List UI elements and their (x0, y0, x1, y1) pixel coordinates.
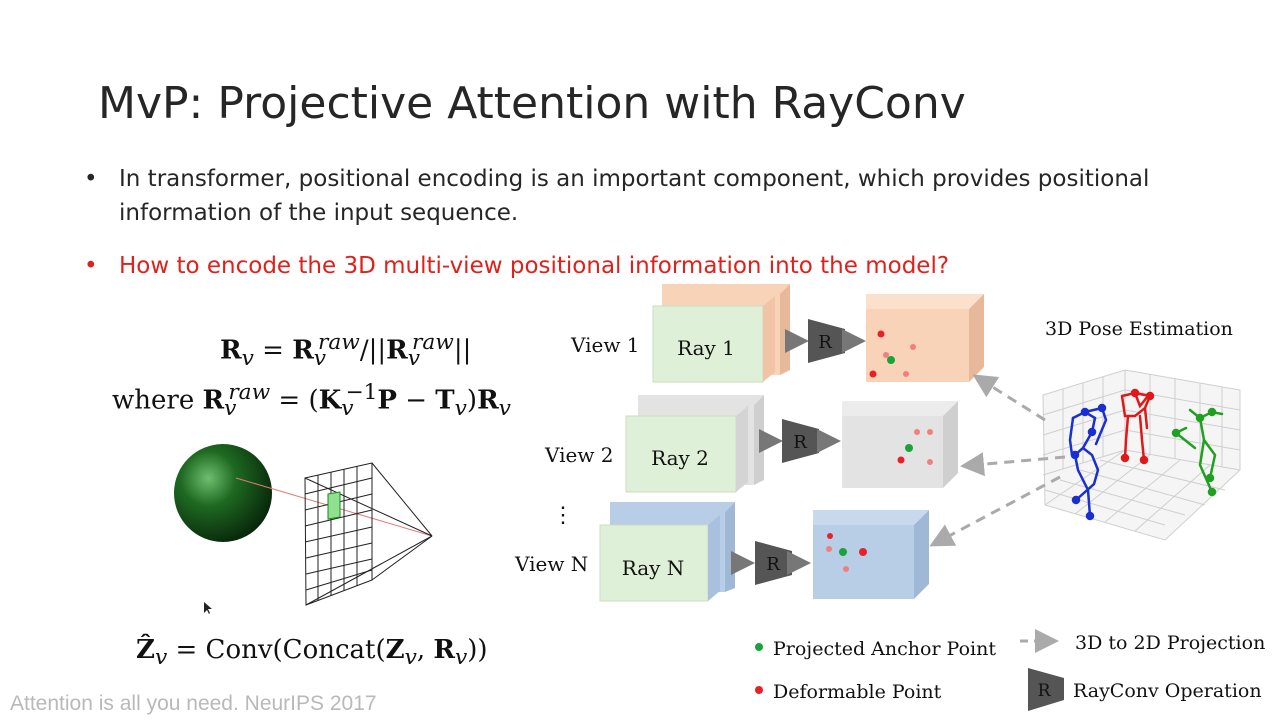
skeleton-green (1171, 407, 1224, 497)
legend-rayconv-icon (1028, 668, 1064, 711)
anchor-point (887, 356, 895, 364)
legend-anchor-label: Projected Anchor Point (773, 638, 996, 660)
legend-rayconv-symbol: R (1038, 681, 1052, 701)
ray2-label: Ray 2 (651, 446, 709, 470)
pose-3d-plot (1042, 369, 1241, 541)
view2-label: View 2 (544, 443, 614, 467)
deformable-point (877, 330, 885, 338)
ray1-label: Ray 1 (677, 336, 735, 360)
mouse-cursor-icon (204, 602, 212, 614)
camera-grid-icon (304, 462, 433, 606)
legend-deformable-icon (755, 686, 763, 694)
formula-normalized-ray: Rv = Rvraw/||Rvraw|| (220, 330, 472, 371)
skeleton-red (1120, 388, 1155, 465)
bullet-text-line1: In transformer, positional encoding is a… (119, 166, 1150, 192)
highlight-pixel (327, 491, 341, 520)
projection-arrows (929, 374, 1066, 547)
legend-anchor-icon (755, 643, 763, 651)
bullet-text-line2: information of the input sequence. (119, 200, 519, 226)
view2-feature-stack: Ray 2 (625, 395, 764, 493)
ray2-box (625, 415, 737, 493)
skeleton-blue (1068, 403, 1108, 521)
viewN-rayconv: R (731, 541, 811, 585)
legend-projection-label: 3D to 2D Projection (1075, 632, 1265, 654)
viewN-label: View N (514, 552, 588, 576)
legend-rayconv-label: RayConv Operation (1073, 680, 1262, 702)
bullet-question-text: How to encode the 3D multi-view position… (119, 253, 950, 279)
view1-output-cube (866, 294, 984, 382)
formula-rayconv: Ẑv = Conv(Concat(Zv, Rv)) (136, 635, 488, 671)
r-op-label: R (793, 432, 807, 453)
ray1-box (652, 305, 764, 383)
r-op-label: R (766, 554, 780, 575)
footer-citation: Attention is all you need. NeurIPS 2017 (10, 692, 377, 715)
anchor-point (839, 548, 847, 556)
viewN-feature-stack: Ray N (599, 502, 735, 602)
view1-label: View 1 (570, 333, 640, 357)
pose-title: 3D Pose Estimation (1045, 318, 1233, 340)
view2-rayconv: R (759, 419, 841, 463)
rayN-box (599, 524, 709, 602)
view2-output-cube (842, 401, 958, 488)
rayN-label: Ray N (622, 556, 685, 580)
viewN-output-cube (813, 510, 929, 599)
sphere-icon (174, 444, 272, 542)
bullet-marker: • (84, 253, 98, 279)
legend-deformable-label: Deformable Point (773, 681, 942, 703)
slide-title: MvP: Projective Attention with RayConv (98, 78, 966, 129)
view1-rayconv: R (785, 319, 866, 363)
ellipsis: ⋮ (552, 503, 574, 528)
anchor-point (905, 444, 913, 452)
r-op-label: R (818, 332, 832, 353)
view1-feature-stack: Ray 1 (652, 284, 790, 383)
bullet-marker: • (84, 166, 98, 192)
formula-raw-ray: where Rvraw = (Kv−1P − Tv)Rv (112, 380, 511, 421)
